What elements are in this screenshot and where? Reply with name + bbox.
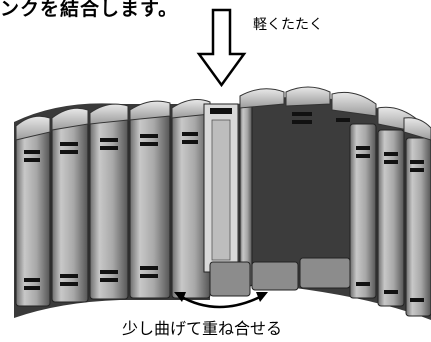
double-curved-arrow-icon — [174, 292, 268, 309]
tap-lightly-label: 軽くたたく — [253, 17, 323, 33]
bend-overlap-label: 少し曲げて重ね合せる — [122, 319, 283, 338]
bottom-chain-links — [209, 257, 351, 297]
instruction-heading: ンクを結合します。 — [0, 0, 179, 20]
down-arrow-icon — [196, 8, 247, 88]
left-chain-section — [14, 99, 211, 318]
connecting-link — [203, 103, 239, 273]
